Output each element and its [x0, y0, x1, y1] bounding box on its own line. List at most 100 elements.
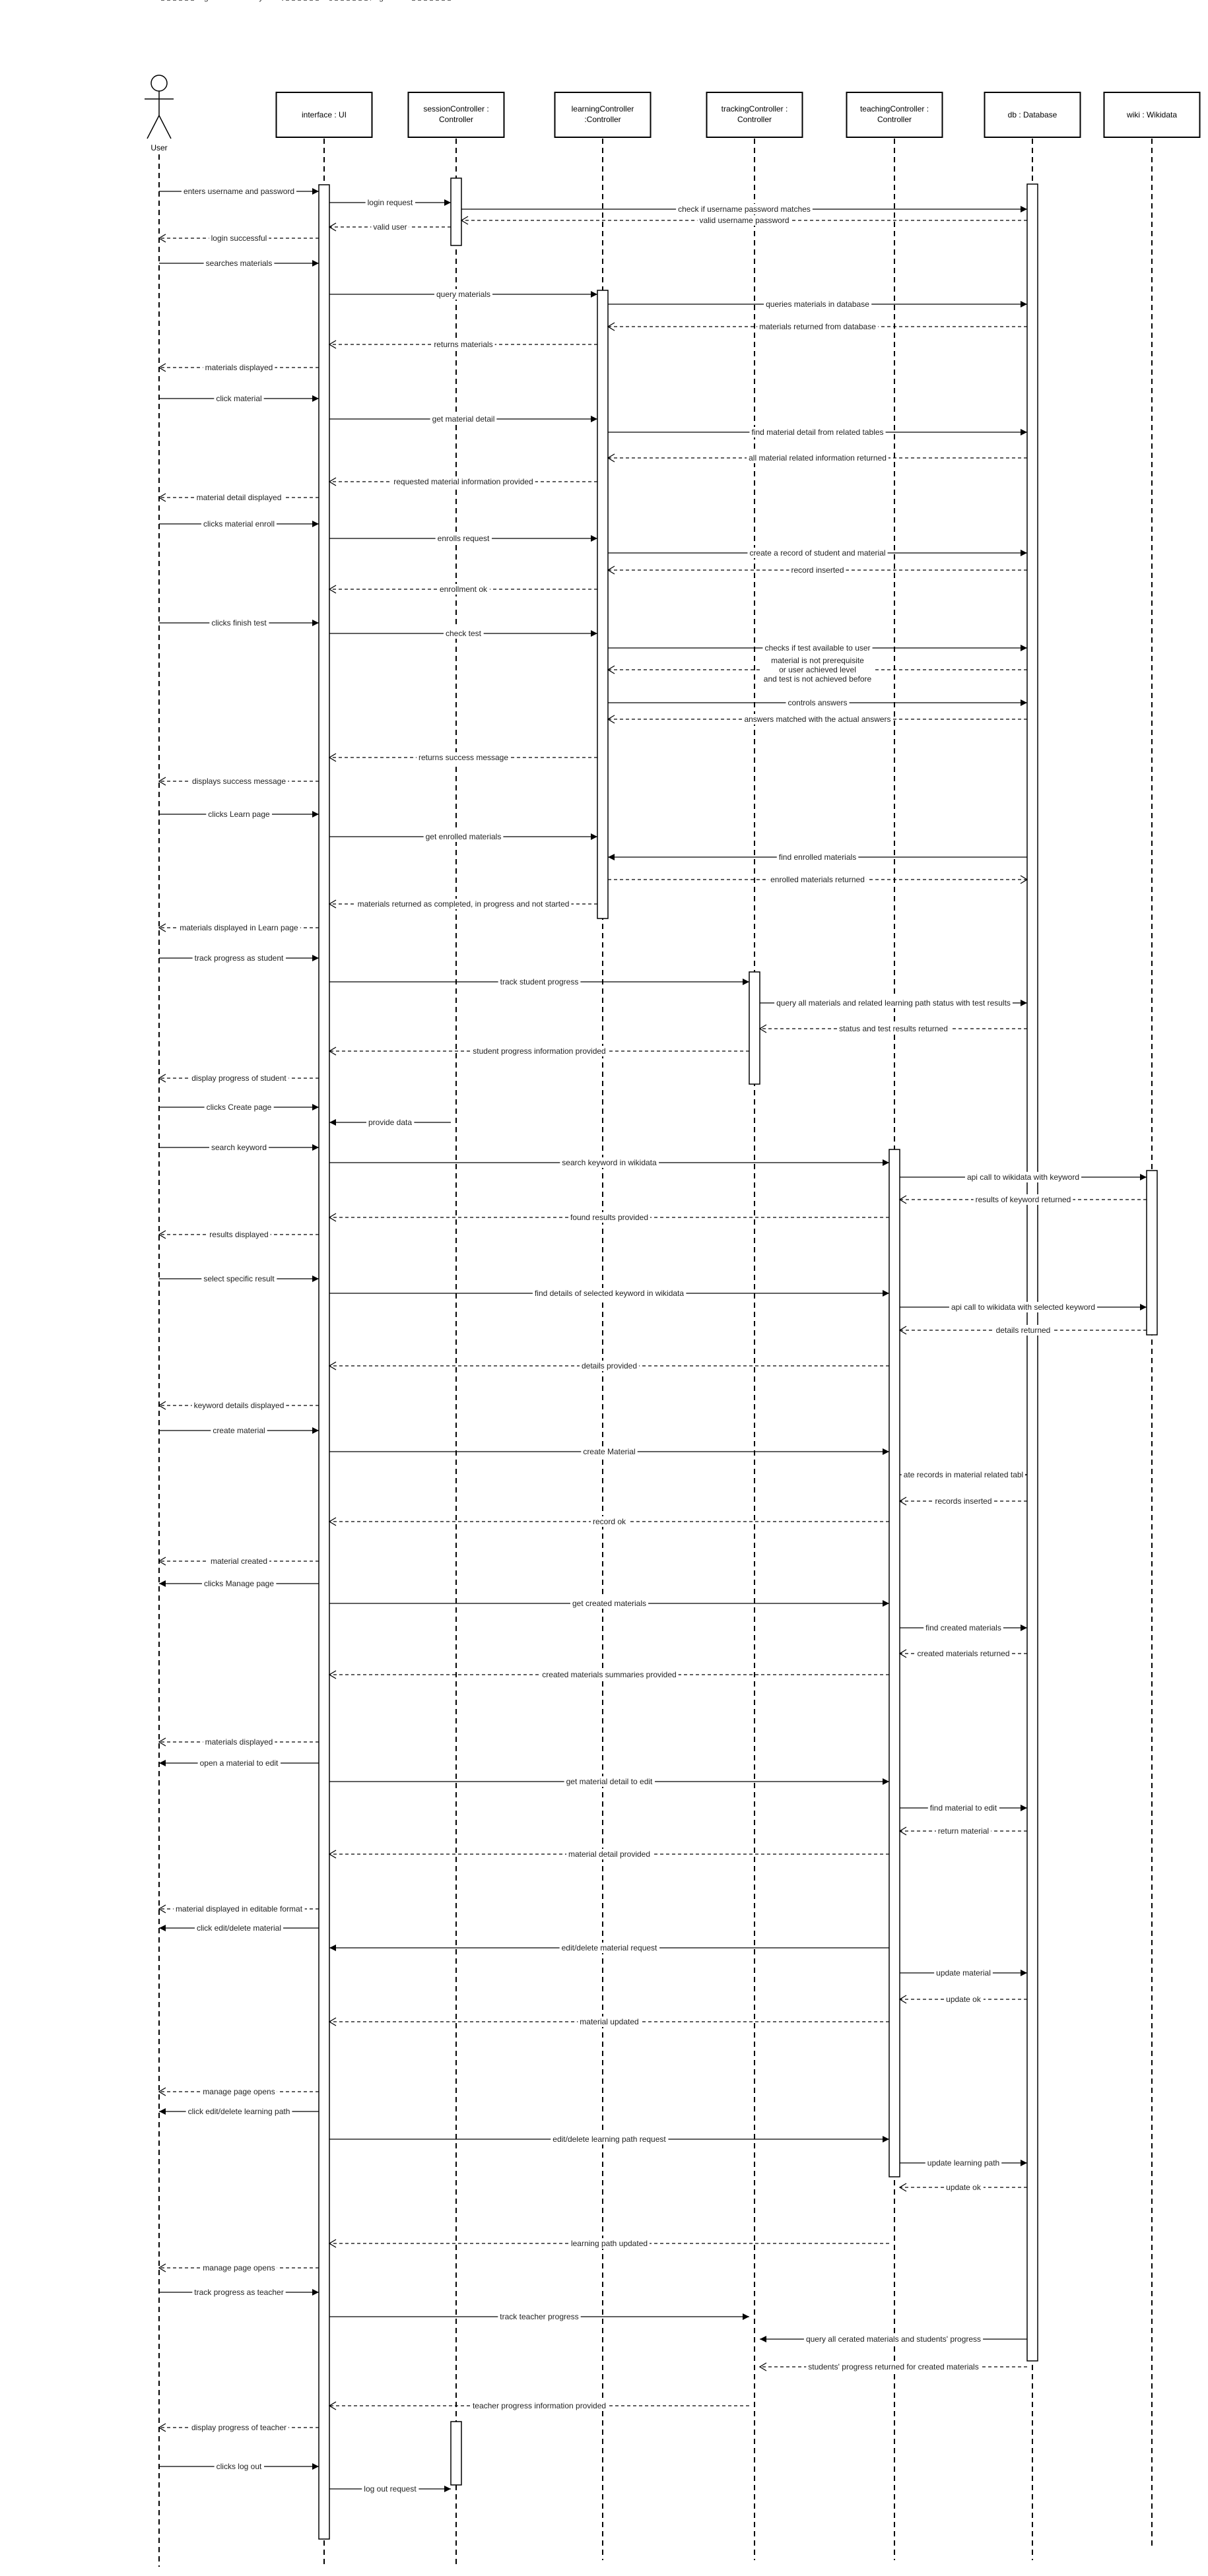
message-arrow: answers matched with the actual answers	[607, 714, 1027, 724]
message-arrow: find details of selected keyword in wiki…	[329, 1288, 889, 1299]
message-arrow: displays success message	[158, 776, 319, 787]
message-label: find details of selected keyword in wiki…	[535, 1289, 684, 1298]
message-arrow: material displayed in editable format	[158, 1904, 319, 1914]
message-arrow: find material detail from related tables	[608, 427, 1027, 437]
message-arrow: controls answers	[608, 697, 1027, 708]
message-arrow: update learning path	[900, 2158, 1027, 2168]
message-label: material displayed in editable format	[176, 1904, 303, 1914]
message-arrow: query all materials and related learning…	[760, 998, 1027, 1008]
message-label: api call to wikidata with selected keywo…	[951, 1303, 1095, 1312]
message-arrow: keyword details displayed	[158, 1400, 319, 1411]
message-label: search keyword	[211, 1143, 267, 1152]
message-label: get material detail to edit	[566, 1777, 653, 1786]
message-arrow: click edit/delete learning path	[159, 2106, 319, 2117]
message-arrow: search keyword	[159, 1142, 319, 1153]
message-arrow: update ok	[898, 2182, 1027, 2193]
message-arrow: enrolls request	[329, 533, 597, 544]
participant-label-track: trackingController :Controller	[721, 104, 788, 124]
message-label: learning path updated	[571, 2239, 648, 2248]
message-label: update material	[936, 1968, 991, 1978]
message-label: clicks Create page	[207, 1103, 272, 1112]
message-label: check test	[446, 629, 482, 638]
message-label: valid user	[373, 222, 407, 232]
message-label: get enrolled materials	[426, 832, 502, 841]
message-label: create material	[213, 1426, 265, 1435]
message-arrow: material detail displayed	[158, 492, 319, 503]
activation-bar-db	[1026, 183, 1038, 2362]
message-label: records inserted	[935, 1497, 991, 1506]
message-label: student progress information provided	[473, 1046, 605, 1056]
message-arrow: update ok	[898, 1994, 1027, 2005]
message-label: materials displayed in Learn page	[180, 923, 298, 932]
message-arrow: get material detail to edit	[329, 1776, 889, 1787]
message-label: create Material	[583, 1447, 635, 1456]
message-label: clicks Learn page	[208, 810, 270, 819]
participant-box-track	[706, 92, 803, 138]
message-arrow: created materials returned	[898, 1648, 1027, 1659]
message-arrow: log out from the system	[159, 0, 319, 3]
message-label: log out ok	[373, 0, 408, 2]
message-arrow: search keyword in wikidata	[329, 1157, 889, 1168]
message-label: clicks finish test	[211, 618, 267, 628]
message-arrow: get created materials	[329, 1598, 889, 1609]
message-arrow: login request	[329, 197, 451, 208]
message-arrow: create Material	[329, 1446, 889, 1457]
participant-label-ui: interface : UI	[302, 110, 347, 119]
message-arrow: student progress information provided	[328, 1046, 749, 1056]
message-arrow: check test	[329, 628, 597, 639]
message-label: checks if test available to user	[764, 643, 870, 653]
message-label: update ok	[946, 1995, 982, 2004]
message-label: open a material to edit	[200, 1758, 279, 1768]
message-arrow: learning path updated	[328, 2238, 889, 2249]
message-label: update ok	[946, 2183, 982, 2192]
message-arrow: edit/delete learning path request	[329, 2134, 889, 2144]
message-arrow: material updated	[328, 2016, 889, 2027]
message-label: log out request	[364, 2484, 417, 2494]
message-label: ate records in material related tabl	[904, 1470, 1023, 1479]
message-arrow: find material to edit	[900, 1803, 1027, 1813]
message-label: login request	[368, 198, 413, 207]
participant-track: trackingController :Controller	[706, 92, 803, 138]
message-arrow: api call to wikidata with keyword	[900, 1172, 1147, 1182]
message-arrow: teacher progress information provided	[328, 2400, 749, 2411]
message-label: material detail displayed	[197, 493, 282, 502]
message-label: enrollment ok	[440, 585, 488, 594]
message-label: find created materials	[925, 1623, 1001, 1632]
message-label: material detail provided	[568, 1850, 650, 1859]
message-arrow: log out ok	[329, 0, 451, 3]
message-arrow: provide data	[329, 1117, 451, 1128]
participant-label-wiki: wiki : Wikidata	[1126, 110, 1177, 119]
activation-bar-track	[749, 971, 760, 1085]
message-label: track teacher progress	[500, 2312, 578, 2321]
message-label: material created	[211, 1557, 267, 1566]
message-label: materials displayed	[205, 363, 273, 372]
message-arrow: requested material information provided	[328, 476, 597, 487]
message-arrow: clicks Manage page	[159, 1578, 319, 1589]
message-arrow: material detail provided	[328, 1849, 889, 1859]
participant-box-teach	[846, 92, 943, 138]
message-arrow: display progress of teacher	[158, 2422, 319, 2433]
actor-user-figure	[145, 75, 174, 139]
message-arrow: get material detail	[329, 414, 597, 424]
message-label: get created materials	[572, 1599, 646, 1608]
message-label: valid username password	[699, 216, 789, 225]
message-label: materials displayed	[205, 1737, 273, 1747]
message-arrow: click edit/delete material	[159, 1923, 319, 1933]
message-arrow: display progress of student	[158, 1073, 319, 1083]
message-arrow: returns materials	[328, 339, 597, 350]
message-label: login successful	[211, 234, 267, 243]
participant-box-ui	[275, 92, 373, 138]
message-label: keyword details displayed	[194, 1401, 285, 1410]
message-arrow: track progress as teacher	[159, 2287, 319, 2298]
message-arrow: searches materials	[159, 258, 319, 269]
message-arrow: enrollment ok	[328, 584, 597, 595]
activation-bars	[318, 177, 1158, 2540]
message-label: find material to edit	[930, 1803, 997, 1813]
message-label: record ok	[593, 1517, 626, 1526]
message-arrow: api call to wikidata with selected keywo…	[900, 1302, 1147, 1312]
message-label: find enrolled materials	[779, 853, 856, 862]
participant-label-teach: teachingController :Controller	[860, 104, 929, 124]
message-label: queries materials in database	[766, 300, 869, 309]
